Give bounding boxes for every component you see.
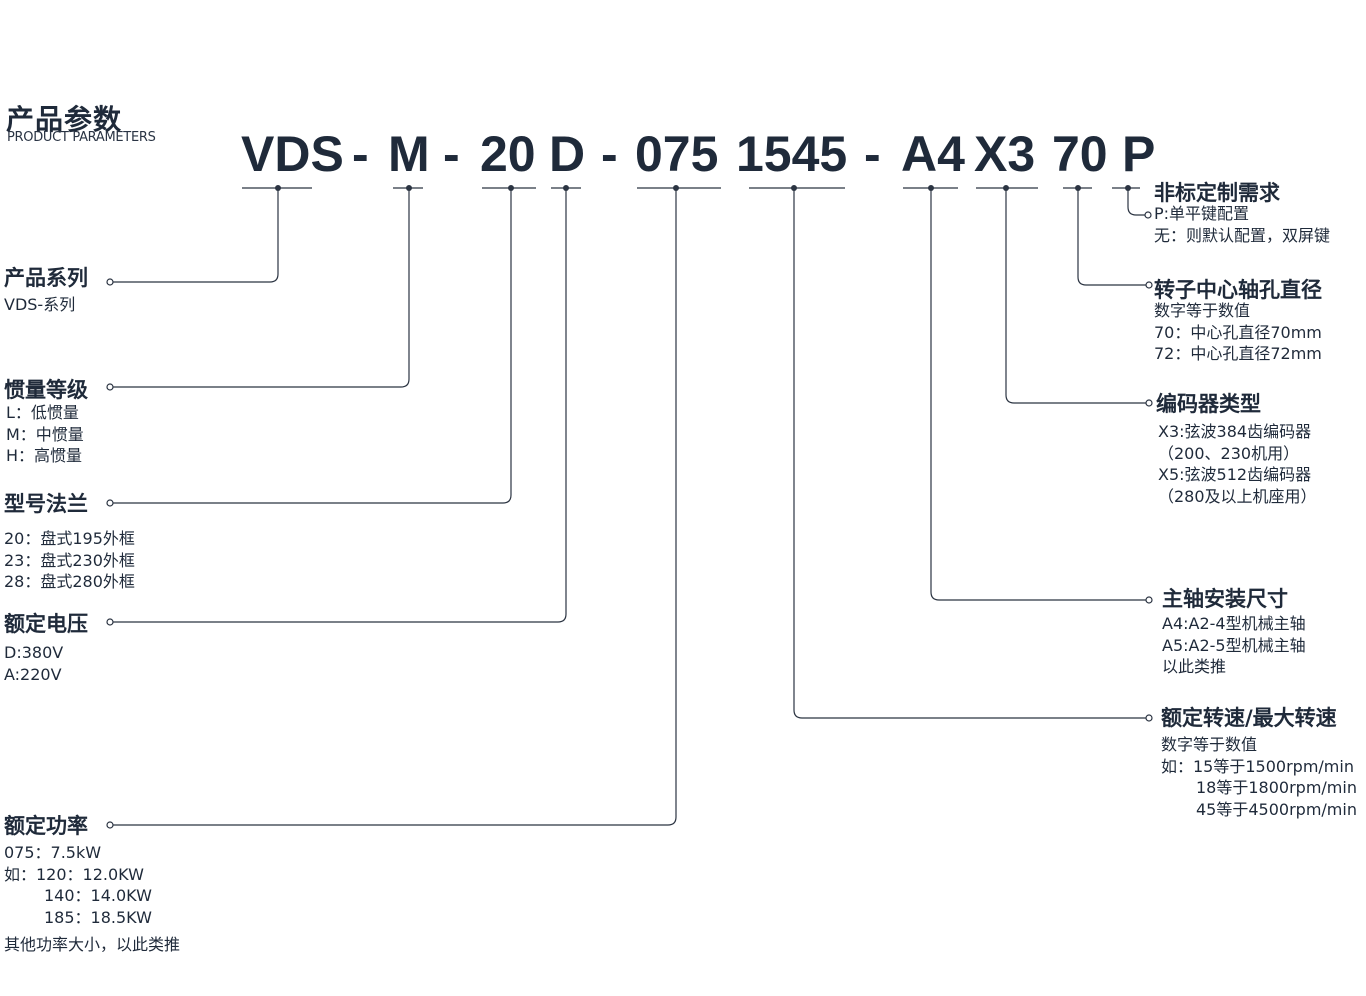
annotation-line: A5:A2-5型机械主轴 [1162, 635, 1306, 655]
dot-70 [1075, 185, 1081, 191]
code-seg-20: 20 [480, 126, 536, 182]
endpoint-speed [1145, 714, 1153, 722]
code-seg-a4: A4 [901, 126, 965, 182]
annotation-series: 产品系列 VDS-系列 [4, 265, 88, 316]
dot-075 [673, 185, 679, 191]
annotation-title: 额定电压 [4, 612, 88, 636]
annotation-flange: 型号法兰 20：盘式195外框 23：盘式230外框 28：盘式280外框 [4, 491, 135, 593]
annotation-line: 以此类推 [1162, 657, 1227, 676]
annotation-note: 其他功率大小，以此类推 [4, 935, 181, 954]
code-dash: - [443, 126, 460, 182]
dot-x3 [1003, 185, 1009, 191]
annotation-line: 70：中心孔直径70mm [1154, 322, 1322, 342]
connector-encoder [1005, 188, 1147, 404]
annotation-line: A4:A2-4型机械主轴 [1162, 614, 1306, 633]
code-seg-d: D [549, 126, 586, 182]
dot-20 [508, 185, 514, 191]
annotation-line: （280及以上机座用） [1158, 486, 1317, 506]
page-subtitle: PRODUCT PARAMETERS [7, 130, 156, 145]
connector-spindle [930, 188, 1147, 601]
dot-vds [275, 185, 281, 191]
endpoint-custom [1144, 211, 1152, 219]
code-seg-p: P [1122, 126, 1156, 182]
code-seg-075: 075 [635, 126, 719, 182]
connector-bore [1077, 188, 1147, 286]
endpoint-power [106, 821, 114, 829]
annotation-title: 编码器类型 [1156, 392, 1261, 416]
endpoint-encoder [1145, 399, 1153, 407]
code-seg-70: 70 [1052, 126, 1108, 182]
annotation-line: 28：盘式280外框 [4, 572, 135, 591]
annotation-line: 18等于1800rpm/min [1196, 778, 1357, 797]
annotation-line: M：中惯量 [6, 424, 84, 444]
annotation-encoder: 编码器类型 X3:弦波384齿编码器 （200、230机用） X5:弦波512齿… [1156, 391, 1317, 507]
annotation-line: 数字等于数值 [1154, 301, 1251, 320]
annotation-line: D:380V [4, 643, 64, 662]
endpoint-spindle [1145, 596, 1153, 604]
annotation-speed: 额定转速/最大转速 数字等于数值 如：15等于1500rpm/min 18等于1… [1161, 705, 1357, 820]
connector-flange [112, 188, 512, 504]
code-seg-m: M [388, 126, 430, 182]
page-title: 产品参数 [6, 103, 123, 136]
annotation-bore: 转子中心轴孔直径 数字等于数值 70：中心孔直径70mm 72：中心孔直径72m… [1154, 277, 1322, 365]
annotation-line: L：低惯量 [6, 403, 79, 422]
dot-p [1125, 185, 1131, 191]
endpoint-voltage [106, 618, 114, 626]
annotation-line: 72：中心孔直径72mm [1154, 344, 1322, 363]
annotation-line: 075：7.5kW [4, 843, 102, 862]
connector-power [112, 188, 677, 826]
annotation-spindle: 主轴安装尺寸 A4:A2-4型机械主轴 A5:A2-5型机械主轴 以此类推 [1162, 586, 1306, 678]
annotation-line: 如：120：12.0KW [4, 864, 144, 884]
endpoint-series [106, 278, 114, 286]
endpoint-flange [106, 499, 114, 507]
annotation-title: 型号法兰 [4, 492, 88, 516]
annotation-line: A:220V [4, 664, 62, 684]
code-seg-vds: VDS [241, 126, 344, 182]
annotation-title: 非标定制需求 [1154, 181, 1280, 205]
annotation-line: 23：盘式230外框 [4, 550, 135, 570]
annotation-line: 无：则默认配置，双屏键 [1154, 225, 1331, 245]
annotation-title: 额定功率 [4, 814, 88, 838]
connector-speed [793, 188, 1147, 719]
connector-voltage [112, 188, 567, 623]
endpoint-inertia [106, 383, 114, 391]
code-dash: - [601, 126, 618, 182]
annotation-line: VDS-系列 [4, 295, 76, 314]
annotation-inertia: 惯量等级 L：低惯量 M：中惯量 H：高惯量 [4, 377, 88, 467]
annotation-line: 45等于4500rpm/min [1196, 799, 1357, 819]
annotation-line: H：高惯量 [6, 446, 83, 465]
annotation-line: X3:弦波384齿编码器 [1158, 422, 1312, 441]
annotation-title: 转子中心轴孔直径 [1154, 278, 1322, 302]
annotation-title: 额定转速/最大转速 [1161, 706, 1337, 730]
annotation-line: 20：盘式195外框 [4, 529, 135, 548]
annotation-custom: 非标定制需求 P:单平键配置 无：则默认配置，双屏键 [1154, 180, 1330, 246]
connector-series [112, 188, 279, 283]
annotation-line: X5:弦波512齿编码器 [1158, 465, 1312, 484]
dot-a4 [928, 185, 934, 191]
annotation-line: 数字等于数值 [1161, 735, 1258, 754]
connector-custom [1127, 188, 1146, 216]
dot-d [563, 185, 569, 191]
code-seg-1545: 1545 [736, 126, 848, 182]
dot-1545 [791, 185, 797, 191]
annotation-line: 如：15等于1500rpm/min [1161, 756, 1354, 776]
connector-inertia [112, 188, 410, 388]
annotation-line: 185：18.5KW [44, 907, 152, 927]
dot-m [406, 185, 412, 191]
annotation-line: （200、230机用） [1158, 443, 1300, 463]
code-dash: - [352, 126, 369, 182]
annotation-title: 惯量等级 [4, 378, 88, 402]
code-seg-x3: X3 [974, 126, 1036, 182]
annotation-line: 140：14.0KW [44, 886, 152, 905]
annotation-voltage: 额定电压 D:380V A:220V [4, 611, 88, 685]
annotation-title: 产品系列 [4, 266, 88, 290]
annotation-title: 主轴安装尺寸 [1162, 587, 1288, 611]
code-dash: - [864, 126, 881, 182]
annotation-line: P:单平键配置 [1154, 204, 1250, 223]
annotation-power: 额定功率 075：7.5kW 如：120：12.0KW 140：14.0KW 1… [4, 813, 180, 956]
endpoint-bore [1145, 281, 1153, 289]
